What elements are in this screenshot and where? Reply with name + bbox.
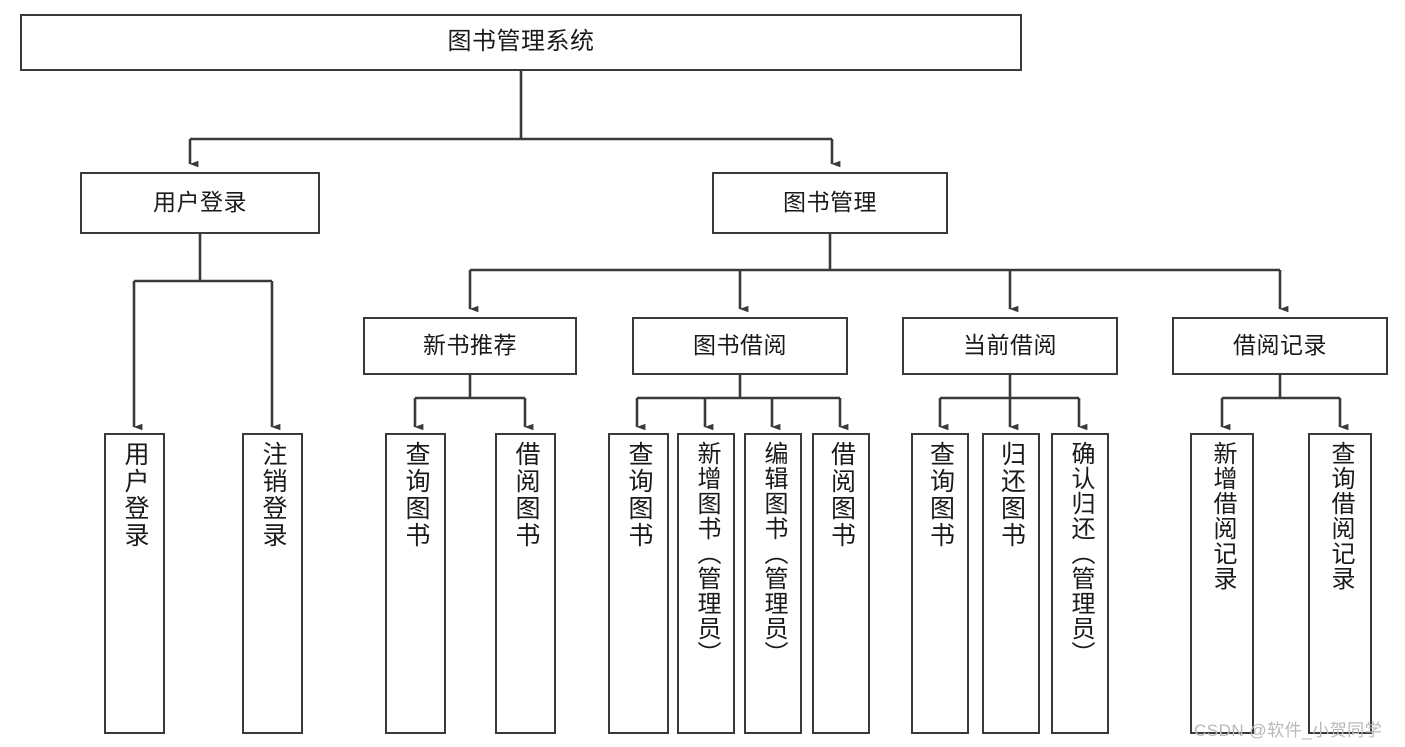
node-leaf-return-book[interactable]: 归还图书 xyxy=(982,433,1040,734)
node-leaf-borrow-book-1[interactable]: 借阅图书 xyxy=(495,433,556,734)
node-leaf-query-book-3-label: 查询图书 xyxy=(926,441,955,549)
node-leaf-query-book-3[interactable]: 查询图书 xyxy=(911,433,969,734)
node-book-borrow[interactable]: 图书借阅 xyxy=(632,317,848,375)
node-current-borrow-label: 当前借阅 xyxy=(963,332,1057,359)
node-leaf-borrow-book-2-label: 借阅图书 xyxy=(827,441,856,549)
node-leaf-query-book-2[interactable]: 查询图书 xyxy=(608,433,669,734)
node-leaf-user-login-label: 用户登录 xyxy=(121,441,149,549)
node-book-borrow-label: 图书借阅 xyxy=(693,332,787,359)
node-leaf-query-book-1-label: 查询图书 xyxy=(402,441,430,549)
node-leaf-return-book-label: 归还图书 xyxy=(997,441,1026,549)
node-leaf-confirm-return-label: 确认归还（管理员） xyxy=(1067,441,1094,666)
node-leaf-confirm-return[interactable]: 确认归还（管理员） xyxy=(1051,433,1109,734)
node-leaf-query-record[interactable]: 查询借阅记录 xyxy=(1308,433,1372,734)
node-borrow-record-label: 借阅记录 xyxy=(1233,332,1327,359)
node-leaf-query-book-1[interactable]: 查询图书 xyxy=(385,433,446,734)
node-leaf-query-book-2-label: 查询图书 xyxy=(625,441,653,549)
node-leaf-edit-book[interactable]: 编辑图书（管理员） xyxy=(744,433,802,734)
node-leaf-add-record-label: 新增借阅记录 xyxy=(1209,441,1236,591)
node-leaf-logout-login-label: 注销登录 xyxy=(259,441,287,549)
node-book-management-label: 图书管理 xyxy=(783,189,877,216)
node-new-book-recommend[interactable]: 新书推荐 xyxy=(363,317,577,375)
node-leaf-add-book[interactable]: 新增图书（管理员） xyxy=(677,433,735,734)
node-leaf-user-login[interactable]: 用户登录 xyxy=(104,433,165,734)
node-leaf-borrow-book-2[interactable]: 借阅图书 xyxy=(812,433,870,734)
csdn-watermark: CSDN @软件_小贺同学 xyxy=(1194,721,1383,740)
node-new-book-recommend-label: 新书推荐 xyxy=(423,332,517,359)
node-user-login[interactable]: 用户登录 xyxy=(80,172,320,234)
node-leaf-logout-login[interactable]: 注销登录 xyxy=(242,433,303,734)
node-current-borrow[interactable]: 当前借阅 xyxy=(902,317,1118,375)
node-user-login-label: 用户登录 xyxy=(153,189,247,216)
node-leaf-query-record-label: 查询借阅记录 xyxy=(1327,441,1354,591)
node-root-book-management-system[interactable]: 图书管理系统 xyxy=(20,14,1022,71)
node-leaf-edit-book-label: 编辑图书（管理员） xyxy=(760,441,787,666)
node-book-management[interactable]: 图书管理 xyxy=(712,172,948,234)
node-leaf-add-record[interactable]: 新增借阅记录 xyxy=(1190,433,1254,734)
node-borrow-record[interactable]: 借阅记录 xyxy=(1172,317,1388,375)
node-leaf-add-book-label: 新增图书（管理员） xyxy=(693,441,720,666)
node-leaf-borrow-book-1-label: 借阅图书 xyxy=(512,441,540,549)
node-root-label: 图书管理系统 xyxy=(447,28,595,56)
